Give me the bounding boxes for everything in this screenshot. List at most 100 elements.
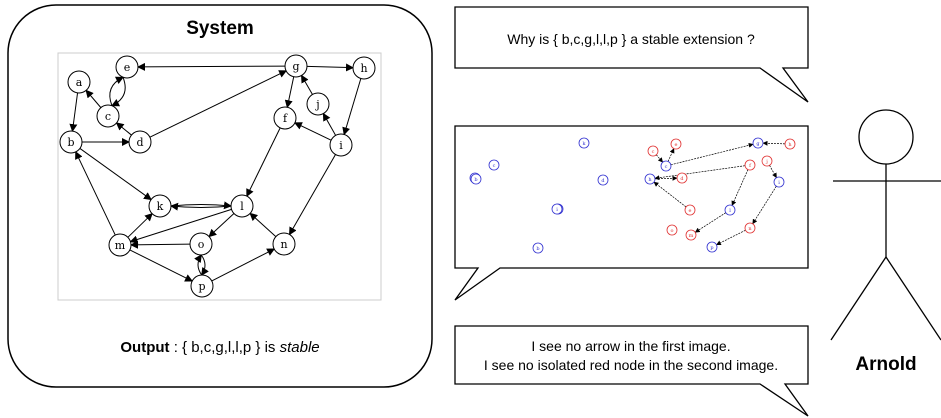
scatter-node-blue: c [660, 160, 672, 172]
scatter-node-blue: b [532, 242, 544, 254]
graph-node-label: p [198, 280, 205, 293]
graph-node-o: o [189, 232, 213, 256]
graph-node-label: d [136, 136, 143, 149]
graph-edge-e-c [111, 77, 126, 107]
scatter-bubble: acbdkbibcecghfjihdelonmp [454, 125, 809, 301]
graph-edge-c-a [85, 89, 102, 108]
scatter-node-blue: h [644, 173, 656, 185]
scatter-node-circle [724, 204, 736, 216]
scatter-edge [752, 186, 777, 225]
graph-node-b: b [59, 130, 83, 154]
graph-node-label: a [76, 76, 83, 89]
scatter-node-label: p [710, 245, 713, 251]
graph-node-circle [108, 233, 132, 257]
graph-node-circle [189, 232, 213, 256]
scatter-node-label: e [689, 208, 692, 214]
scatter-edge [653, 181, 687, 208]
scatter-node-blue: b [470, 173, 482, 185]
graph-node-label: g [292, 60, 299, 73]
scatter-node-circle [488, 159, 500, 171]
scatter-node-label: f [749, 163, 752, 169]
graph-edge-l-m [129, 208, 232, 244]
scatter-edge [654, 165, 746, 181]
graph-node-circle [284, 54, 308, 78]
answer-line-1: I see no arrow in the first image. [531, 338, 730, 354]
scatter-node-red: n [744, 222, 756, 234]
graph-edge-b-k [79, 148, 152, 201]
graph-edge-i-j [322, 112, 337, 136]
graph-node-e: e [115, 55, 139, 79]
scatter-node-label: b [536, 246, 539, 252]
graph-node-g: g [284, 54, 308, 78]
stick-figure [830, 109, 941, 341]
graph-node-circle [272, 232, 296, 256]
scatter-node-label: m [689, 233, 694, 239]
answer-bubble-shape [454, 325, 809, 417]
scatter-node-label: i [778, 180, 780, 186]
graph-frame [57, 52, 382, 301]
scatter-node-circle [752, 137, 764, 149]
graph-edge-n-l [249, 212, 277, 237]
graph-edge-d-c [115, 122, 132, 136]
graph-node-circle [230, 194, 254, 218]
scatter-node-red: e [684, 204, 696, 216]
graph-edge-d-g [149, 70, 288, 138]
scatter-node-circle [597, 174, 609, 186]
graph-node-circle [190, 274, 214, 298]
scatter-node-circle [578, 137, 590, 149]
scatter-node-label: j [765, 159, 768, 165]
scatter-node-label: i [556, 207, 558, 213]
graph-node-label: f [283, 112, 288, 125]
graph-node-circle [329, 133, 353, 157]
scatter-node-blue: i [551, 203, 563, 215]
graph-edge-g-e [137, 62, 286, 71]
output-text: Output : { b,c,g,l,l,p } is stable [120, 339, 319, 356]
graph-node-circle [128, 130, 152, 154]
graph-edge-l-k [170, 202, 232, 211]
graph-node-label: k [157, 200, 164, 213]
scatter-edge [762, 140, 786, 146]
graph-node-circle [59, 130, 83, 154]
scatter-edge [656, 154, 664, 163]
graph-node-label: i [339, 139, 343, 152]
scatter-edge [731, 169, 749, 206]
person-head [858, 109, 914, 165]
scatter-node-red: c [647, 145, 659, 157]
graph-node-circle [115, 55, 139, 79]
scatter-node-circle [784, 138, 796, 150]
graph-node-circle [67, 70, 91, 94]
scatter-node-circle [666, 224, 678, 236]
person-name: Arnold [855, 354, 916, 375]
scatter-node-label: o [670, 228, 673, 234]
scatter-node-label: d [601, 178, 605, 184]
graph-edge-c-e [109, 76, 124, 106]
scatter-node-label: c [493, 163, 496, 169]
scatter-node-blue: i [773, 176, 785, 188]
scatter-edges [653, 140, 786, 246]
scatter-node-red: o [666, 224, 678, 236]
graph-node-circle [148, 194, 172, 218]
output-emph: stable [280, 339, 320, 356]
scatter-node-blue: l [724, 204, 736, 216]
answer-line-2: I see no isolated red node in the second… [484, 357, 778, 373]
graph-edge-a-b [69, 92, 79, 133]
graph-node-d: d [128, 130, 152, 154]
scatter-node-label: b [474, 177, 477, 183]
graph-node-n: n [272, 232, 296, 256]
graph-node-label: l [240, 200, 244, 213]
graph-node-label: e [124, 61, 131, 74]
graph-edge-m-b [75, 151, 116, 236]
graph-edge-l-o [208, 213, 235, 238]
person-right-leg [885, 256, 941, 341]
graph-node-label: o [198, 238, 205, 251]
graph-edge-o-p [200, 254, 209, 276]
answer-bubble: I see no arrow in the first image. I see… [454, 325, 809, 417]
graph-edge-m-k [127, 212, 153, 238]
graph-node-l: l [230, 194, 254, 218]
scatter-node-circle [470, 173, 482, 185]
scatter-node-red: h [784, 138, 796, 150]
scatter-edge [670, 142, 754, 166]
scatter-node-circle [532, 242, 544, 254]
scatter-node-label: h [648, 177, 652, 183]
